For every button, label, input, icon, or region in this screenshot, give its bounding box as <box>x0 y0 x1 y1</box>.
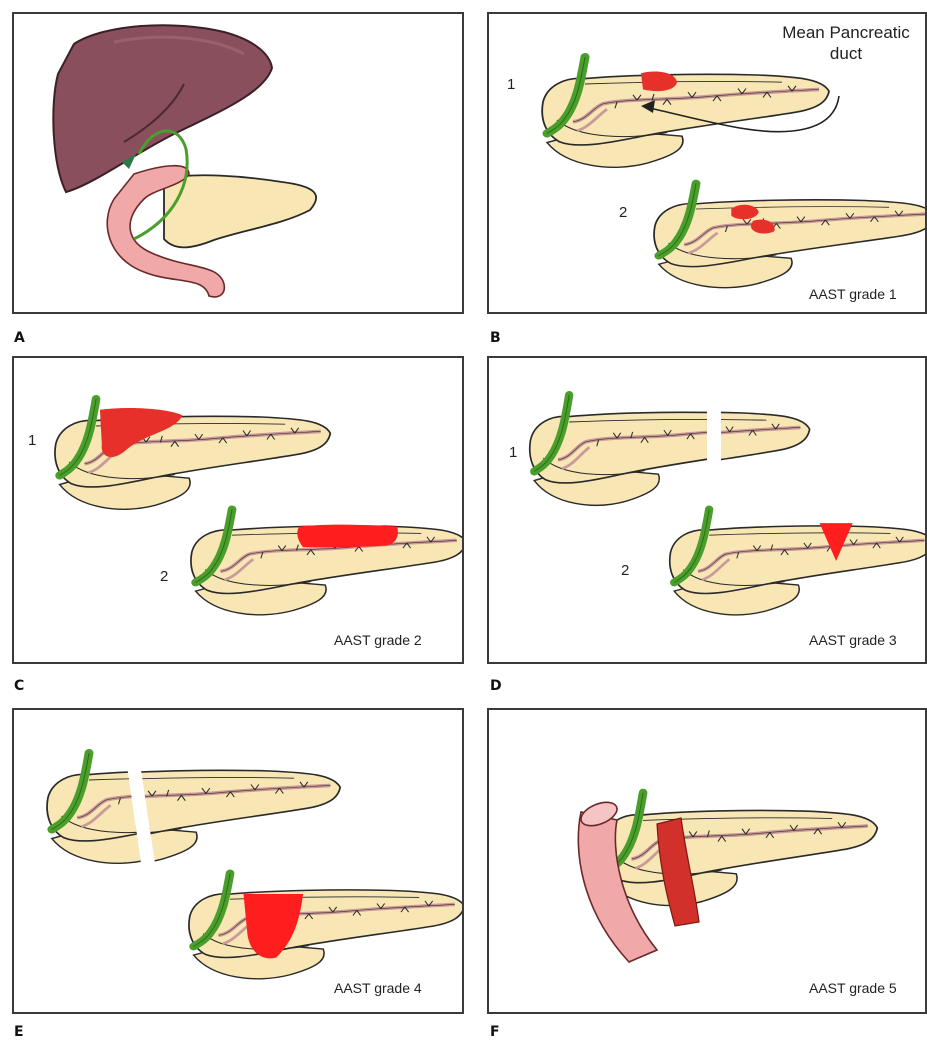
panel-b: 1 2 Mean Pancreatic duct AAST grade 1 <box>487 12 927 314</box>
pancreas-2 <box>189 873 464 978</box>
panel-letter-b: B <box>490 330 501 346</box>
pancreas-2 <box>191 509 464 614</box>
grade-label: AAST grade 2 <box>334 632 422 648</box>
pancreas <box>602 793 877 906</box>
grade4-illustration <box>14 710 464 1014</box>
callout-line-1: Mean Pancreatic <box>761 22 927 43</box>
panel-d: 1 2 AAST grade 3 <box>487 356 927 664</box>
grade-label: AAST grade 5 <box>809 980 897 996</box>
grade-label: AAST grade 3 <box>809 632 897 648</box>
panel-letter-f: F <box>490 1024 500 1040</box>
panel-letter-d: D <box>490 678 502 694</box>
panel-c: 1 2 AAST grade 2 <box>12 356 464 664</box>
grade5-illustration <box>489 710 927 1014</box>
grade-label: AAST grade 1 <box>809 286 897 302</box>
pancreas-1 <box>55 399 330 509</box>
pancreas <box>164 175 316 247</box>
label-2: 2 <box>619 204 627 221</box>
grade3-illustration <box>489 358 927 664</box>
label-1: 1 <box>28 432 36 449</box>
panel-a <box>12 12 464 314</box>
liver-pancreas-illustration <box>14 14 464 314</box>
label-1: 1 <box>509 444 517 461</box>
panel-e: AAST grade 4 <box>12 708 464 1014</box>
callout-line-2: duct <box>761 43 927 64</box>
grade2-illustration <box>14 358 464 664</box>
injury-laceration <box>297 525 398 548</box>
pancreas-1-transected <box>530 395 810 505</box>
label-2: 2 <box>160 568 168 585</box>
pancreas-2 <box>654 184 927 288</box>
pancreas-1 <box>542 57 829 167</box>
pancreas-1-transected <box>47 753 340 863</box>
callout-label: Mean Pancreatic duct <box>761 22 927 64</box>
label-2: 2 <box>621 562 629 579</box>
panel-f: AAST grade 5 <box>487 708 927 1014</box>
panel-letter-c: C <box>14 678 24 694</box>
panel-letter-a: A <box>14 330 25 346</box>
pancreas-2 <box>670 509 927 614</box>
grade-label: AAST grade 4 <box>334 980 422 996</box>
label-1: 1 <box>507 76 515 93</box>
panel-letter-e: E <box>14 1024 24 1040</box>
